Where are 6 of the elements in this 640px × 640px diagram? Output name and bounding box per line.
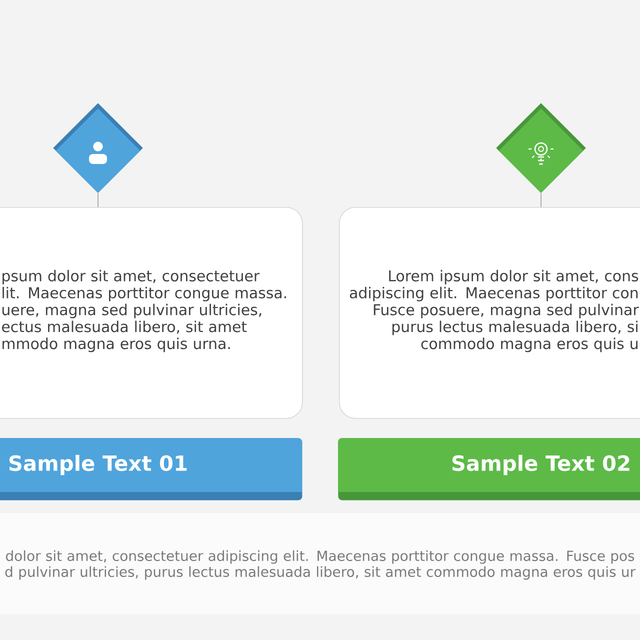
banner: Sample Text 01: [0, 438, 302, 500]
text-card: psum dolor sit amet, consectetuer lit. Maecenas porttitor congue massa. uere, magna sed pulvinar ultricies, ectus malesuada libero, sit amet mmodo magna eros quis urna.: [0, 207, 303, 419]
paragraph: dolor sit amet, consectetuer adipiscing elit. Maecenas porttitor congue massa. Fusce pos d pulvinar ultricies, purus lectus malesuada libero, sit amet commodo magna eros quis ur: [5, 550, 636, 580]
banner: Sample Text 02: [338, 438, 640, 500]
text-card: Lorem ipsum dolor sit amet, cons adipiscing elit. Maecenas porttitor con Fusce posuere, magna sed pulvinar purus lectus malesuada libero, si commodo magna eros quis u: [339, 207, 640, 419]
connector-line: [540, 192, 542, 208]
